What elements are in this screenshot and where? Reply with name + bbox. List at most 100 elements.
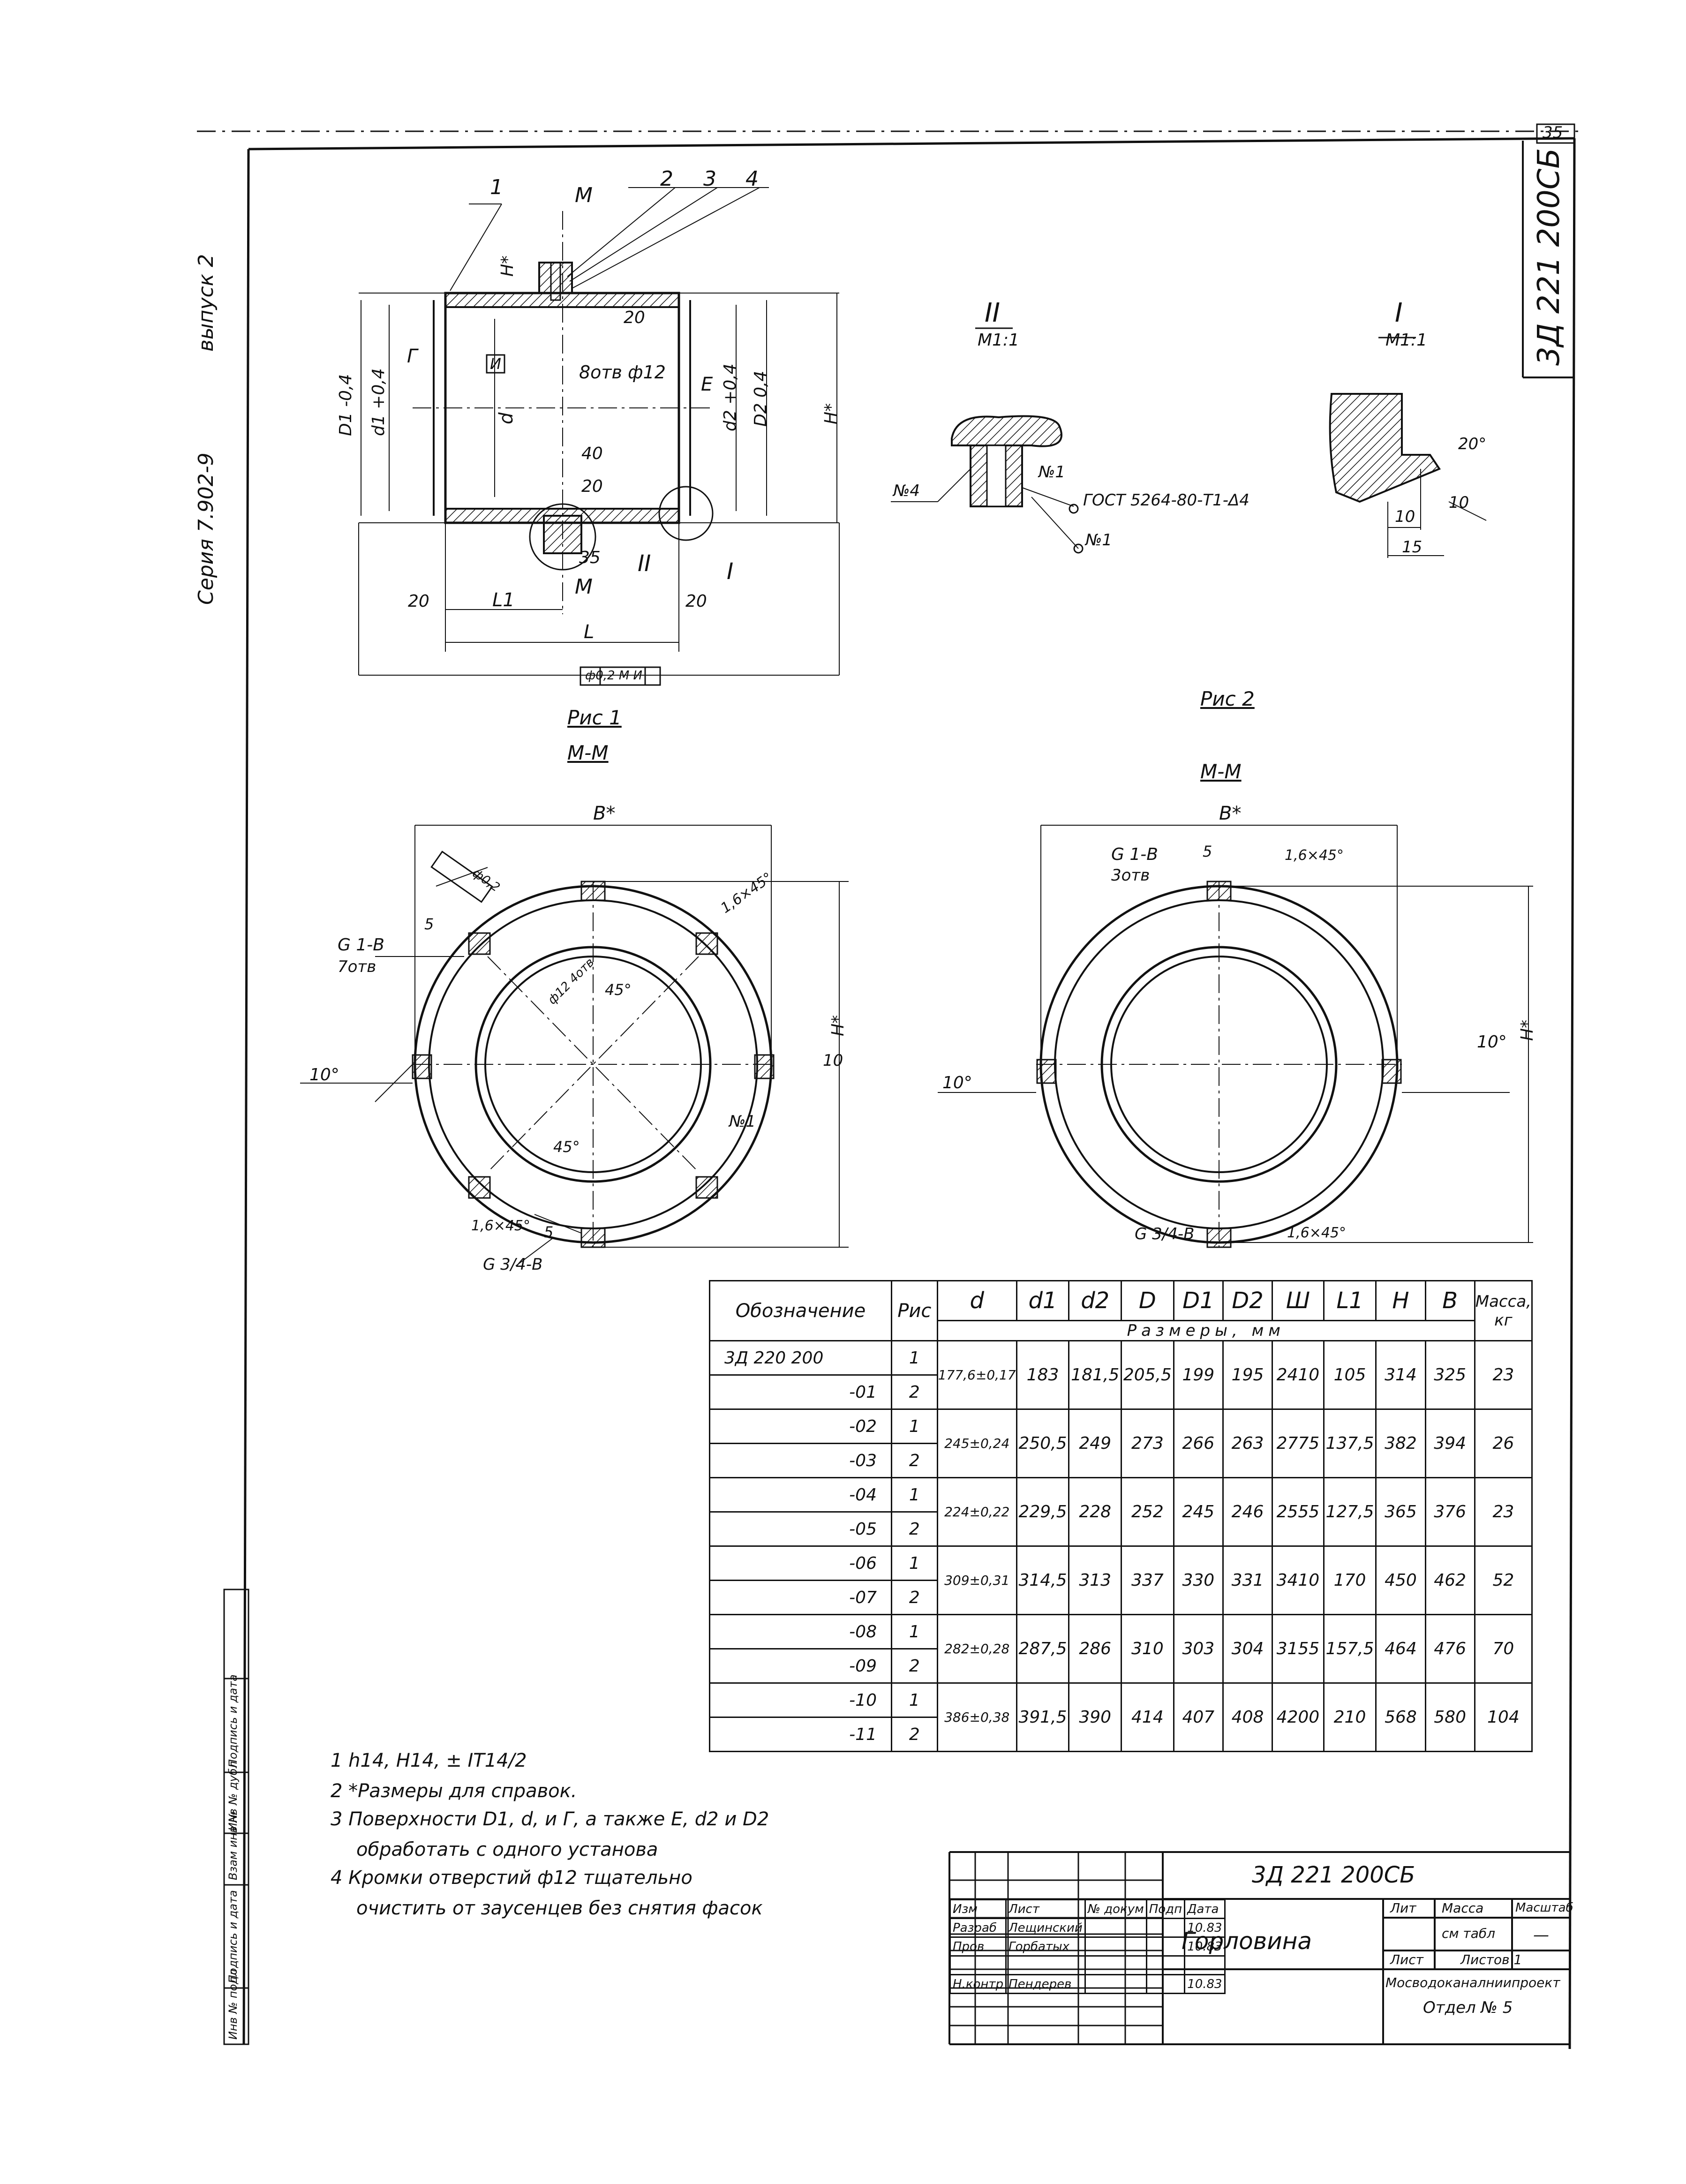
spec-designation: -07 bbox=[709, 1580, 892, 1615]
spec-fig: 1 bbox=[890, 1340, 938, 1376]
spec-fig: 2 bbox=[890, 1717, 938, 1752]
callout-4: 4 bbox=[745, 167, 759, 191]
spec-header-row: Обозначение Рис d d1 d2 D D1 D2 Ш L1 Н В… bbox=[709, 1280, 1533, 1341]
spec-value: 177,6±0,17 bbox=[936, 1340, 1017, 1410]
side-stamp-4: Подпись и дата bbox=[226, 1674, 240, 1768]
label-d1: D1 -0,4 bbox=[336, 374, 355, 436]
spec-value: 450 bbox=[1375, 1545, 1426, 1615]
sl-s5b: 5 bbox=[544, 1223, 554, 1241]
spec-col-designation: Обозначение bbox=[709, 1280, 892, 1341]
label-d2: d2 +0,4 bbox=[721, 363, 740, 431]
title-block-cell bbox=[1145, 1918, 1186, 1938]
sl-10a: 10° bbox=[309, 1065, 339, 1084]
spec-designation: -11 bbox=[709, 1717, 892, 1752]
spec-value: 310 bbox=[1121, 1614, 1174, 1684]
fig1-section-caption: М-М bbox=[567, 741, 609, 764]
title-block-cell: Пров bbox=[949, 1936, 1007, 1957]
title-block-cell bbox=[1005, 1955, 1086, 1975]
label-dim20-left: 20 bbox=[408, 592, 429, 611]
label-m-top: М bbox=[575, 183, 593, 207]
spec-value: 3410 bbox=[1272, 1545, 1325, 1615]
spec-designation: -03 bbox=[709, 1443, 892, 1478]
spec-value: 580 bbox=[1424, 1682, 1475, 1752]
spec-value: 245 bbox=[1173, 1477, 1224, 1547]
spec-value: 157,5 bbox=[1323, 1614, 1377, 1684]
spec-value: 386±0,38 bbox=[936, 1682, 1017, 1752]
title-block-cell bbox=[1145, 1974, 1186, 1994]
spec-value: 26 bbox=[1474, 1408, 1533, 1478]
spec-designation: -10 bbox=[709, 1682, 892, 1718]
callout-2: 2 bbox=[660, 167, 673, 191]
spec-col-mass: Масса, кг bbox=[1474, 1280, 1533, 1341]
spec-value: 250,5 bbox=[1016, 1408, 1070, 1478]
spec-fig: 1 bbox=[890, 1545, 938, 1581]
detail-ii-n1b: №1 bbox=[1085, 531, 1112, 550]
detail-ii-n4: №4 bbox=[893, 482, 920, 500]
title-block-cell: 10.83 bbox=[1184, 1918, 1226, 1938]
fig2-caption: Рис 2 bbox=[1200, 687, 1255, 710]
side-stamp-3: Инв № дубл bbox=[226, 1761, 240, 1831]
label-l: L bbox=[584, 621, 595, 643]
doc-code-vertical: 3Д 221 200СБ bbox=[1532, 148, 1566, 366]
tb-sheet-label: Лист bbox=[1390, 1952, 1423, 1967]
spec-value: 70 bbox=[1474, 1614, 1533, 1684]
sl-g1: G 1-В bbox=[338, 935, 384, 955]
spec-designation: 3Д 220 200 bbox=[709, 1340, 892, 1376]
label-l1: L1 bbox=[492, 589, 515, 611]
sr-g34: G 3/4-В bbox=[1135, 1225, 1195, 1243]
detail-i-d10b: 10 bbox=[1449, 493, 1469, 512]
detail-i-scale: М1:1 bbox=[1385, 331, 1427, 350]
sl-g34: G 3/4-В bbox=[483, 1255, 543, 1274]
spec-col-fig: Рис bbox=[890, 1280, 938, 1341]
spec-value: 313 bbox=[1068, 1545, 1122, 1615]
spec-designation: -01 bbox=[709, 1374, 892, 1410]
spec-value: 205,5 bbox=[1121, 1340, 1174, 1410]
label-ii: II bbox=[638, 550, 651, 577]
title-block-cell bbox=[1145, 1955, 1186, 1975]
spec-value: 252 bbox=[1121, 1477, 1174, 1547]
label-d1-small: d1 +0,4 bbox=[369, 368, 388, 436]
sl-s5a: 5 bbox=[424, 915, 434, 933]
spec-units-row: Размеры, мм bbox=[710, 1320, 1532, 1341]
note-2: 2 *Размеры для справок. bbox=[331, 1780, 577, 1802]
spec-value: 181,5 bbox=[1068, 1340, 1122, 1410]
title-block-cell bbox=[1084, 1955, 1147, 1975]
label-h-right: Н* bbox=[821, 403, 841, 424]
spec-value: 3155 bbox=[1272, 1614, 1325, 1684]
spec-value: 2410 bbox=[1272, 1340, 1325, 1410]
spec-col-d1: d1 bbox=[1016, 1280, 1070, 1321]
title-block-cell: Горбатых bbox=[1005, 1936, 1086, 1957]
spec-value: 390 bbox=[1068, 1682, 1122, 1752]
tb-mass-label: Масса bbox=[1442, 1900, 1484, 1916]
spec-value: 325 bbox=[1424, 1340, 1475, 1410]
side-stamp-1: Подпись и дата bbox=[226, 1890, 240, 1983]
detail-i-angle: 20° bbox=[1458, 435, 1487, 453]
title-block-cell: Дата bbox=[1184, 1899, 1226, 1919]
title-block-cell: Лист bbox=[1005, 1899, 1086, 1919]
spec-value: 382 bbox=[1375, 1408, 1426, 1478]
tb-lit-label: Лит bbox=[1390, 1900, 1416, 1916]
sr-10b: 10° bbox=[1477, 1032, 1507, 1052]
tb-org: Мосводоканалниипроект bbox=[1385, 1975, 1560, 1990]
spec-value: 104 bbox=[1474, 1682, 1533, 1752]
sr-h: Н* bbox=[1518, 1019, 1537, 1041]
detail-ii-scale: М1:1 bbox=[978, 331, 1019, 350]
spec-value: 462 bbox=[1424, 1545, 1475, 1615]
title-block-cell bbox=[1184, 1955, 1226, 1975]
sl-g1-count: 7отв bbox=[338, 957, 376, 976]
title-block-cell: Разраб bbox=[949, 1918, 1007, 1938]
spec-col-d: d bbox=[936, 1280, 1017, 1321]
title-block-cell: Подп bbox=[1145, 1899, 1186, 1919]
spec-value: 137,5 bbox=[1323, 1408, 1377, 1478]
sl-10b: 10 bbox=[823, 1051, 843, 1070]
detail-i-d15: 15 bbox=[1402, 538, 1423, 557]
title-block-cell: Н.контр bbox=[949, 1974, 1007, 1994]
